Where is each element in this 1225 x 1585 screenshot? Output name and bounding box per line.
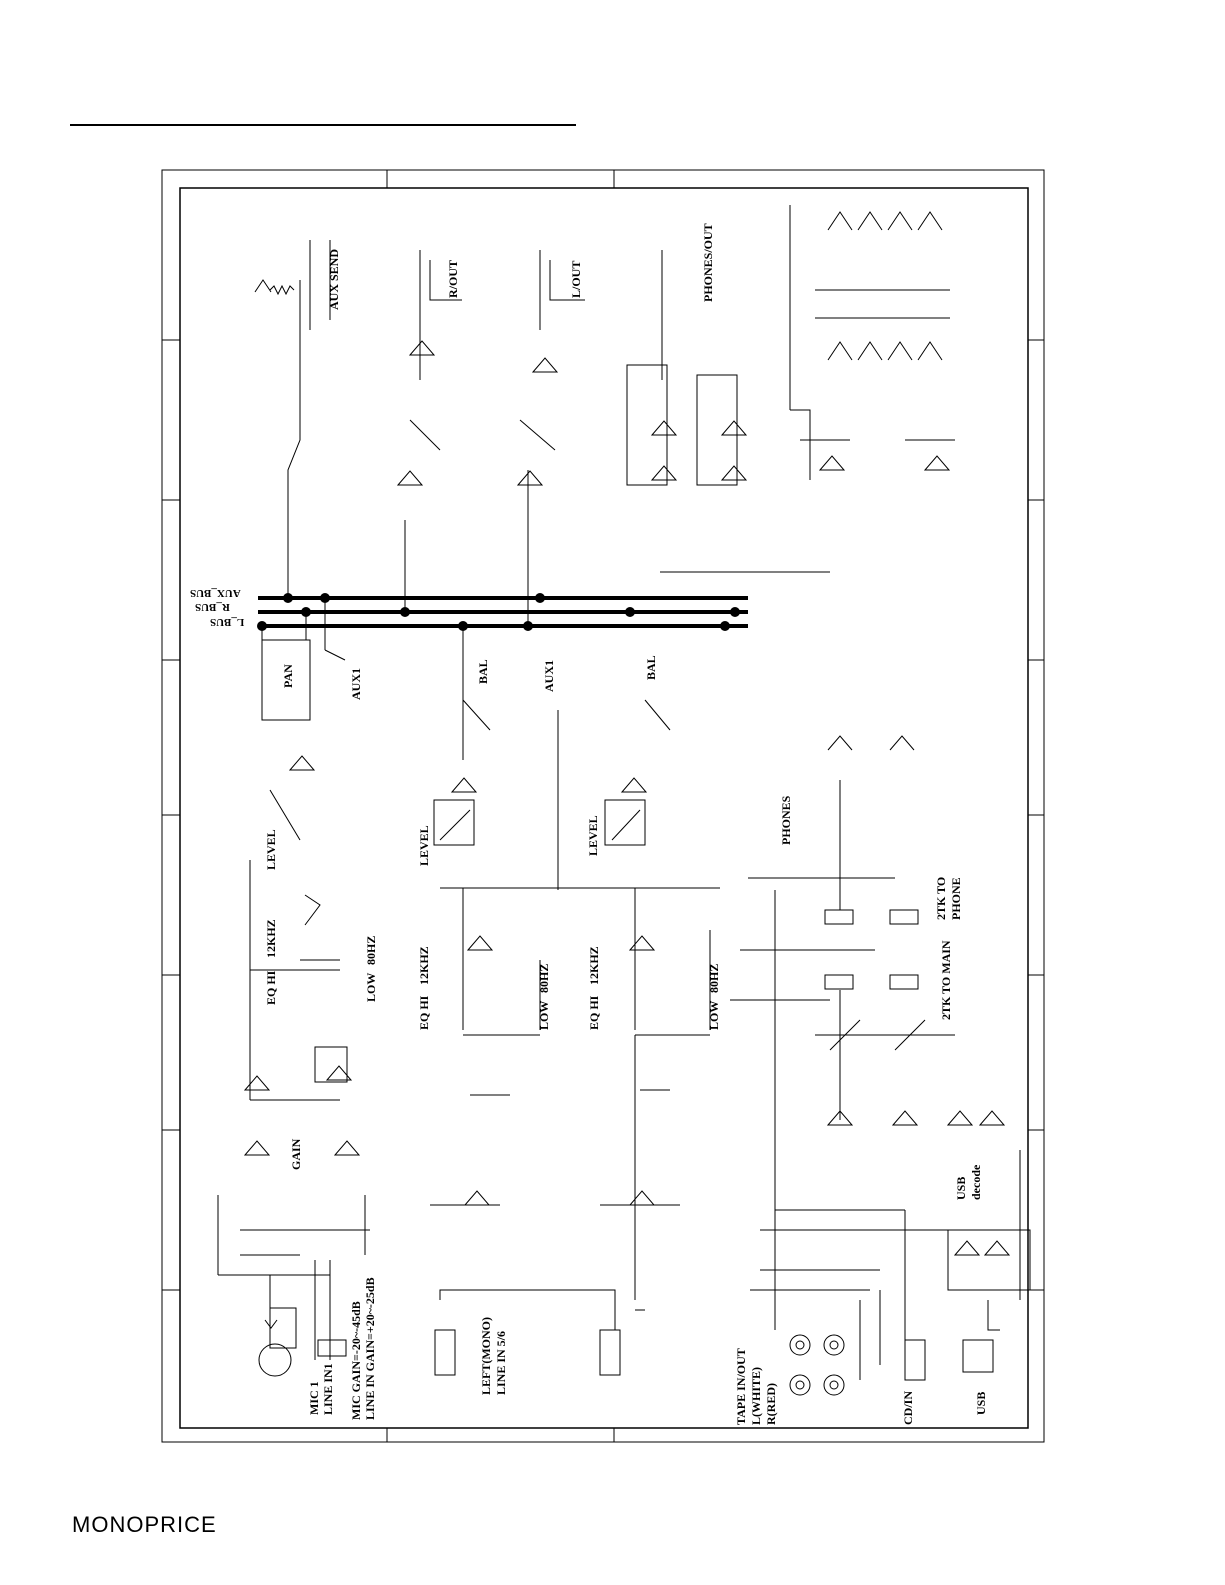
left-mono-label: LEFT(MONO) (479, 1317, 493, 1395)
eq-hi-label-a: EQ HI (264, 970, 278, 1005)
schematic-frame (161, 169, 1045, 1443)
2tk-to-main-label: 2TK TO MAIN (939, 940, 953, 1020)
eq-hi-label-b: EQ HI (417, 995, 431, 1030)
2tk-to-phone-label-1: 2TK TO (934, 877, 948, 920)
12khz-label-c: 12KHZ (587, 946, 601, 985)
r-red-label: R(RED) (764, 1383, 778, 1425)
pan-label: PAN (281, 664, 295, 688)
line-in-56-label: LINE IN 5/6 (494, 1331, 508, 1395)
l-bus-label: L_BUS (210, 616, 244, 628)
phones-out-label: PHONES/OUT (701, 223, 715, 302)
mic1-label: MIC 1 (307, 1381, 321, 1415)
usb-decode-label-2: decode (969, 1164, 983, 1200)
2tk-to-phone-label-2: PHONE (949, 877, 963, 920)
r-out-label: R/OUT (446, 260, 460, 298)
level-label-a: LEVEL (264, 829, 278, 870)
monoprice-logo: MONOPRICE (72, 1512, 217, 1537)
80hz-label-c: 80HZ (707, 964, 721, 993)
header-rule (70, 124, 576, 126)
12khz-label-a: 12KHZ (264, 919, 278, 958)
l-out-label: L/OUT (569, 261, 583, 298)
low-label-c: LOW (707, 1001, 721, 1030)
gain-label: GAIN (289, 1138, 303, 1170)
level-label-c: LEVEL (586, 815, 600, 856)
l-white-label: L(WHITE) (749, 1367, 763, 1425)
bus-lines (258, 596, 748, 628)
bus-junctions (257, 593, 740, 631)
tape-in-out-label: TAPE IN/OUT (734, 1348, 748, 1425)
80hz-label-b: 80HZ (537, 964, 551, 993)
line-in-gain-label: LINE IN GAIN=+20~-25dB (363, 1277, 377, 1420)
bal-label-b: BAL (644, 655, 658, 680)
diagram-labels: AUX SEND R/OUT L/OUT PHONES/OUT AUX_BUS … (190, 223, 988, 1425)
usb-decode-label-1: USB (954, 1177, 968, 1200)
circuit-wires (217, 205, 1031, 1396)
eq-hi-label-c: EQ HI (587, 995, 601, 1030)
cd-in-label: CD/IN (901, 1391, 915, 1425)
level-label-b: LEVEL (417, 825, 431, 866)
aux1-label-b: AUX1 (542, 660, 556, 692)
mic-gain-label: MIC GAIN=-20~-45dB (349, 1301, 363, 1420)
low-label-b: LOW (537, 1001, 551, 1030)
r-bus-label: R_BUS (195, 601, 230, 613)
low-label-a: LOW (364, 973, 378, 1002)
aux-bus-label: AUX_BUS (190, 587, 241, 599)
bal-label-a: BAL (476, 659, 490, 684)
usb-label: USB (974, 1392, 988, 1415)
line-in1-label: LINE IN1 (321, 1363, 335, 1415)
phones-label: PHONES (779, 795, 793, 845)
aux1-label-a: AUX1 (349, 668, 363, 700)
aux-send-label: AUX SEND (327, 249, 341, 310)
80hz-label-a: 80HZ (364, 936, 378, 965)
12khz-label-b: 12KHZ (417, 946, 431, 985)
